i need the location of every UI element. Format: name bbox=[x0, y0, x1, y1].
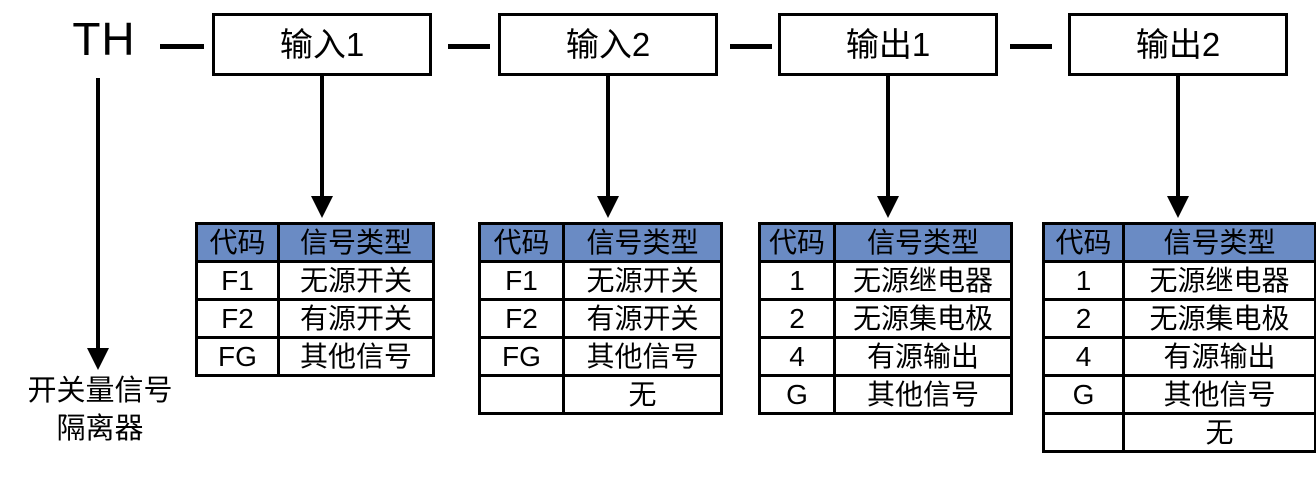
segment-box-input2[interactable]: 输入2 bbox=[498, 13, 718, 76]
cell-type: 其他信号 bbox=[562, 336, 723, 377]
table-row: FG 其他信号 bbox=[195, 336, 435, 377]
cell-type: 无源开关 bbox=[562, 260, 723, 301]
cell-type: 无 bbox=[1122, 412, 1316, 453]
cell-type: 其他信号 bbox=[277, 336, 435, 377]
header-code: 代码 bbox=[195, 222, 280, 263]
cell-code: FG bbox=[195, 336, 280, 377]
segment-label: 输出2 bbox=[1135, 26, 1221, 63]
code-table-input1: 代码 信号类型 F1 无源开关 F2 有源开关 FG 其他信号 bbox=[195, 222, 435, 377]
caption-line-2: 隔离器 bbox=[56, 413, 144, 445]
arrow-head-input2-icon bbox=[597, 196, 619, 218]
connector-line-input1 bbox=[320, 76, 324, 200]
segment-box-input1[interactable]: 输入1 bbox=[212, 13, 432, 76]
cell-code: F2 bbox=[195, 298, 280, 339]
caption-line-1: 开关量信号 bbox=[27, 375, 173, 407]
cell-type: 有源输出 bbox=[1122, 336, 1316, 377]
code-table-output1: 代码 信号类型 1 无源继电器 2 无源集电极 4 有源输出 G 其他信号 bbox=[758, 222, 1013, 415]
cell-code: F2 bbox=[478, 298, 565, 339]
cell-code: G bbox=[758, 374, 836, 415]
connector-line-input2 bbox=[606, 76, 610, 200]
table-header-row: 代码 信号类型 bbox=[1042, 222, 1316, 263]
cell-code: F1 bbox=[195, 260, 280, 301]
header-code: 代码 bbox=[478, 222, 565, 263]
table-row: F1 无源开关 bbox=[195, 260, 435, 301]
cell-type: 有源开关 bbox=[277, 298, 435, 339]
table-header-row: 代码 信号类型 bbox=[758, 222, 1013, 263]
table-row: G 其他信号 bbox=[758, 374, 1013, 415]
product-caption: 开关量信号 隔离器 bbox=[0, 372, 200, 448]
cell-code bbox=[1042, 412, 1125, 453]
cell-type: 无 bbox=[562, 374, 723, 415]
table-row: 1 无源继电器 bbox=[1042, 260, 1316, 301]
table-header-row: 代码 信号类型 bbox=[478, 222, 723, 263]
cell-type: 其他信号 bbox=[833, 374, 1013, 415]
cell-type: 无源继电器 bbox=[1122, 260, 1316, 301]
connector-line-output1 bbox=[886, 76, 890, 200]
connector-line-output2 bbox=[1176, 76, 1180, 200]
cell-code: 1 bbox=[758, 260, 836, 301]
header-code: 代码 bbox=[758, 222, 836, 263]
separator-dash-1 bbox=[160, 44, 204, 49]
separator-dash-2 bbox=[448, 44, 490, 49]
segment-box-output2[interactable]: 输出2 bbox=[1068, 13, 1288, 76]
header-type: 信号类型 bbox=[277, 222, 435, 263]
table-row: FG 其他信号 bbox=[478, 336, 723, 377]
separator-dash-3 bbox=[730, 44, 772, 49]
header-type: 信号类型 bbox=[562, 222, 723, 263]
model-prefix: TH bbox=[72, 13, 136, 65]
cell-code: G bbox=[1042, 374, 1125, 415]
cell-type: 有源输出 bbox=[833, 336, 1013, 377]
cell-code bbox=[478, 374, 565, 415]
table-row: 无 bbox=[478, 374, 723, 415]
table-row: F2 有源开关 bbox=[478, 298, 723, 339]
table-row: 4 有源输出 bbox=[758, 336, 1013, 377]
table-header-row: 代码 信号类型 bbox=[195, 222, 435, 263]
segment-label: 输入1 bbox=[279, 26, 365, 63]
header-type: 信号类型 bbox=[1122, 222, 1316, 263]
cell-code: 1 bbox=[1042, 260, 1125, 301]
cell-code: 4 bbox=[758, 336, 836, 377]
cell-type: 无源继电器 bbox=[833, 260, 1013, 301]
cell-code: 2 bbox=[1042, 298, 1125, 339]
table-row: 4 有源输出 bbox=[1042, 336, 1316, 377]
cell-code: F1 bbox=[478, 260, 565, 301]
table-row: 2 无源集电极 bbox=[1042, 298, 1316, 339]
cell-type: 无源集电极 bbox=[1122, 298, 1316, 339]
arrow-head-input1-icon bbox=[311, 196, 333, 218]
segment-label: 输入2 bbox=[565, 26, 651, 63]
segment-label: 输出1 bbox=[845, 26, 931, 63]
code-table-input2: 代码 信号类型 F1 无源开关 F2 有源开关 FG 其他信号 无 bbox=[478, 222, 723, 415]
cell-code: 4 bbox=[1042, 336, 1125, 377]
segment-box-output1[interactable]: 输出1 bbox=[778, 13, 998, 76]
table-row: G 其他信号 bbox=[1042, 374, 1316, 415]
header-code: 代码 bbox=[1042, 222, 1125, 263]
header-type: 信号类型 bbox=[833, 222, 1013, 263]
table-row: F1 无源开关 bbox=[478, 260, 723, 301]
connector-line-prefix bbox=[96, 78, 100, 356]
table-row: 无 bbox=[1042, 412, 1316, 453]
code-table-output2: 代码 信号类型 1 无源继电器 2 无源集电极 4 有源输出 G 其他信号 bbox=[1042, 222, 1316, 453]
separator-dash-4 bbox=[1010, 44, 1052, 49]
table-row: 2 无源集电极 bbox=[758, 298, 1013, 339]
arrow-head-output2-icon bbox=[1167, 196, 1189, 218]
cell-code: 2 bbox=[758, 298, 836, 339]
table-row: 1 无源继电器 bbox=[758, 260, 1013, 301]
table-row: F2 有源开关 bbox=[195, 298, 435, 339]
cell-type: 有源开关 bbox=[562, 298, 723, 339]
cell-type: 其他信号 bbox=[1122, 374, 1316, 415]
cell-code: FG bbox=[478, 336, 565, 377]
arrow-head-prefix-icon bbox=[87, 348, 109, 370]
cell-type: 无源开关 bbox=[277, 260, 435, 301]
cell-type: 无源集电极 bbox=[833, 298, 1013, 339]
arrow-head-output1-icon bbox=[877, 196, 899, 218]
